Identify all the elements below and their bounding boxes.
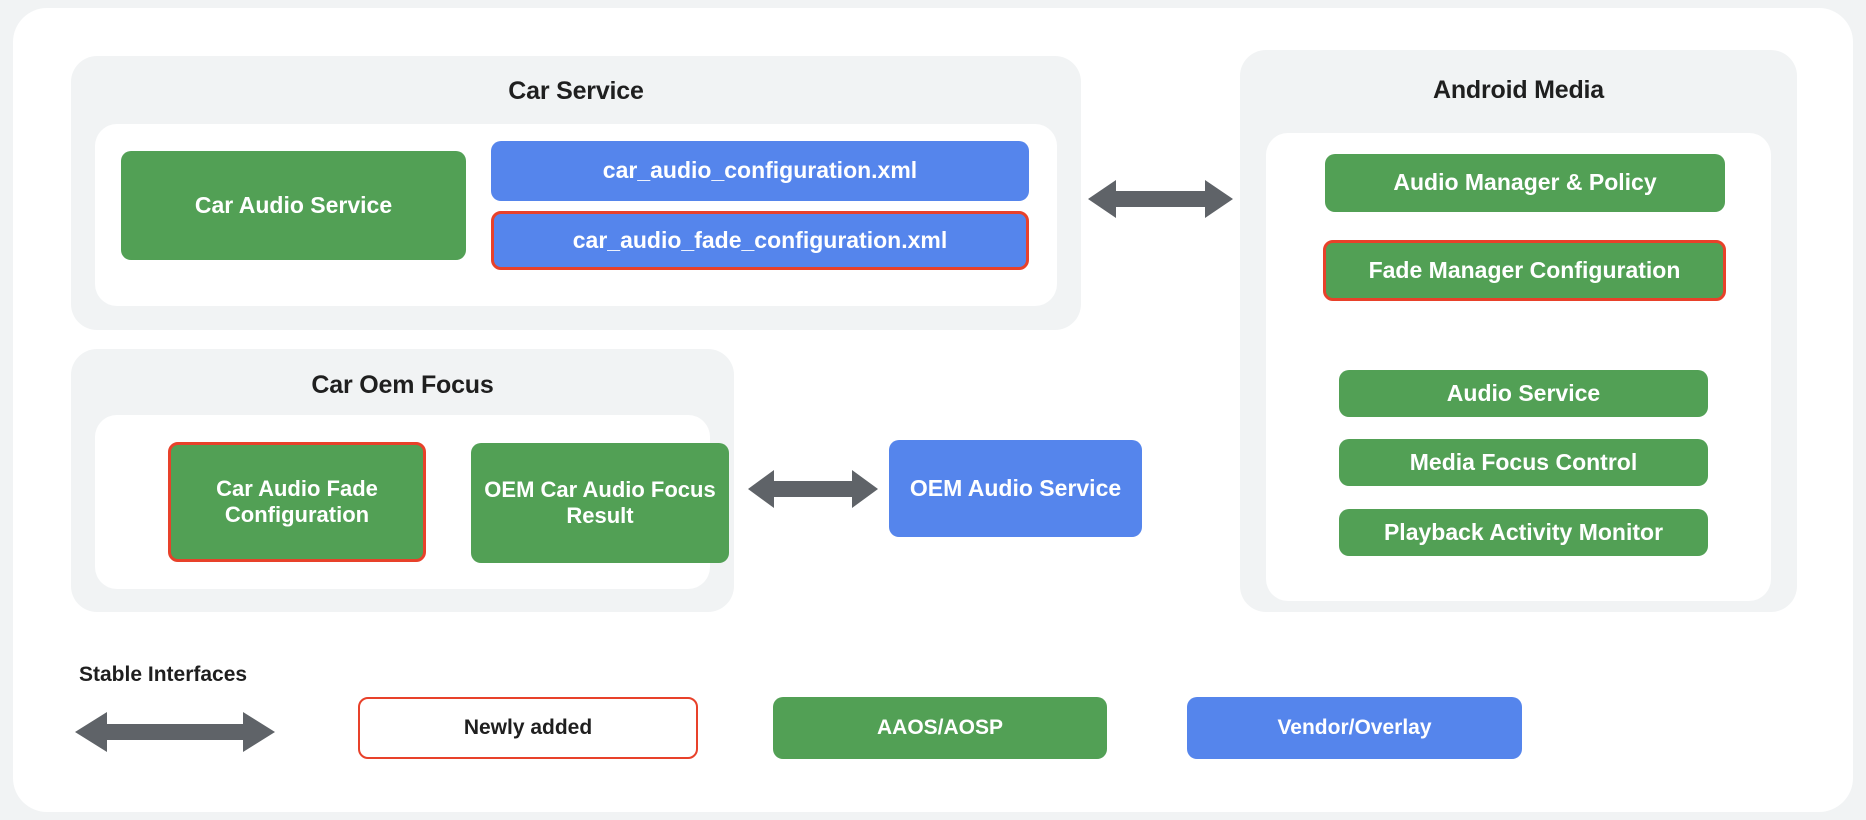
double-arrow-icon (748, 470, 878, 508)
node-audio-manager-policy[interactable]: Audio Manager & Policy (1325, 154, 1725, 212)
node-oem-audio-service[interactable]: OEM Audio Service (889, 440, 1142, 537)
node-car-audio-fade-configuration[interactable]: Car Audio Fade Configuration (168, 442, 426, 562)
group-android-media-title: Android Media (1432, 76, 1604, 104)
connector-car-oem-focus-to-oem-audio-service (748, 468, 878, 510)
group-car-oem-focus-title: Car Oem Focus (311, 371, 494, 399)
group-car-oem-focus: Car Oem Focus Car Audio Fade Configurati… (71, 349, 734, 612)
node-media-focus-control[interactable]: Media Focus Control (1339, 439, 1708, 486)
connector-car-service-to-android-media (1088, 178, 1233, 220)
node-audio-service[interactable]: Audio Service (1339, 370, 1708, 417)
diagram-canvas: Car Service Car Audio Service car_audio_… (13, 8, 1853, 812)
group-android-media: Android Media Audio Manager & Policy Fad… (1240, 50, 1797, 612)
node-fade-manager-configuration[interactable]: Fade Manager Configuration (1323, 240, 1726, 301)
legend-item-aaos-aosp[interactable]: AAOS/AOSP (773, 697, 1107, 759)
node-car-audio-configuration-xml[interactable]: car_audio_configuration.xml (491, 141, 1029, 201)
double-arrow-icon (75, 712, 275, 752)
group-car-service-title: Car Service (508, 77, 644, 105)
legend-item-newly-added[interactable]: Newly added (358, 697, 698, 759)
double-arrow-icon (1088, 180, 1233, 218)
group-car-service: Car Service Car Audio Service car_audio_… (71, 56, 1081, 330)
node-oem-car-audio-focus-result[interactable]: OEM Car Audio Focus Result (471, 443, 729, 563)
node-playback-activity-monitor[interactable]: Playback Activity Monitor (1339, 509, 1708, 556)
legend-stable-interfaces-label: Stable Interfaces (79, 663, 248, 686)
node-car-audio-service[interactable]: Car Audio Service (121, 151, 466, 260)
legend-item-vendor-overlay[interactable]: Vendor/Overlay (1187, 697, 1522, 759)
legend-stable-interfaces-arrow (75, 709, 275, 755)
node-car-audio-fade-configuration-xml[interactable]: car_audio_fade_configuration.xml (491, 211, 1029, 270)
